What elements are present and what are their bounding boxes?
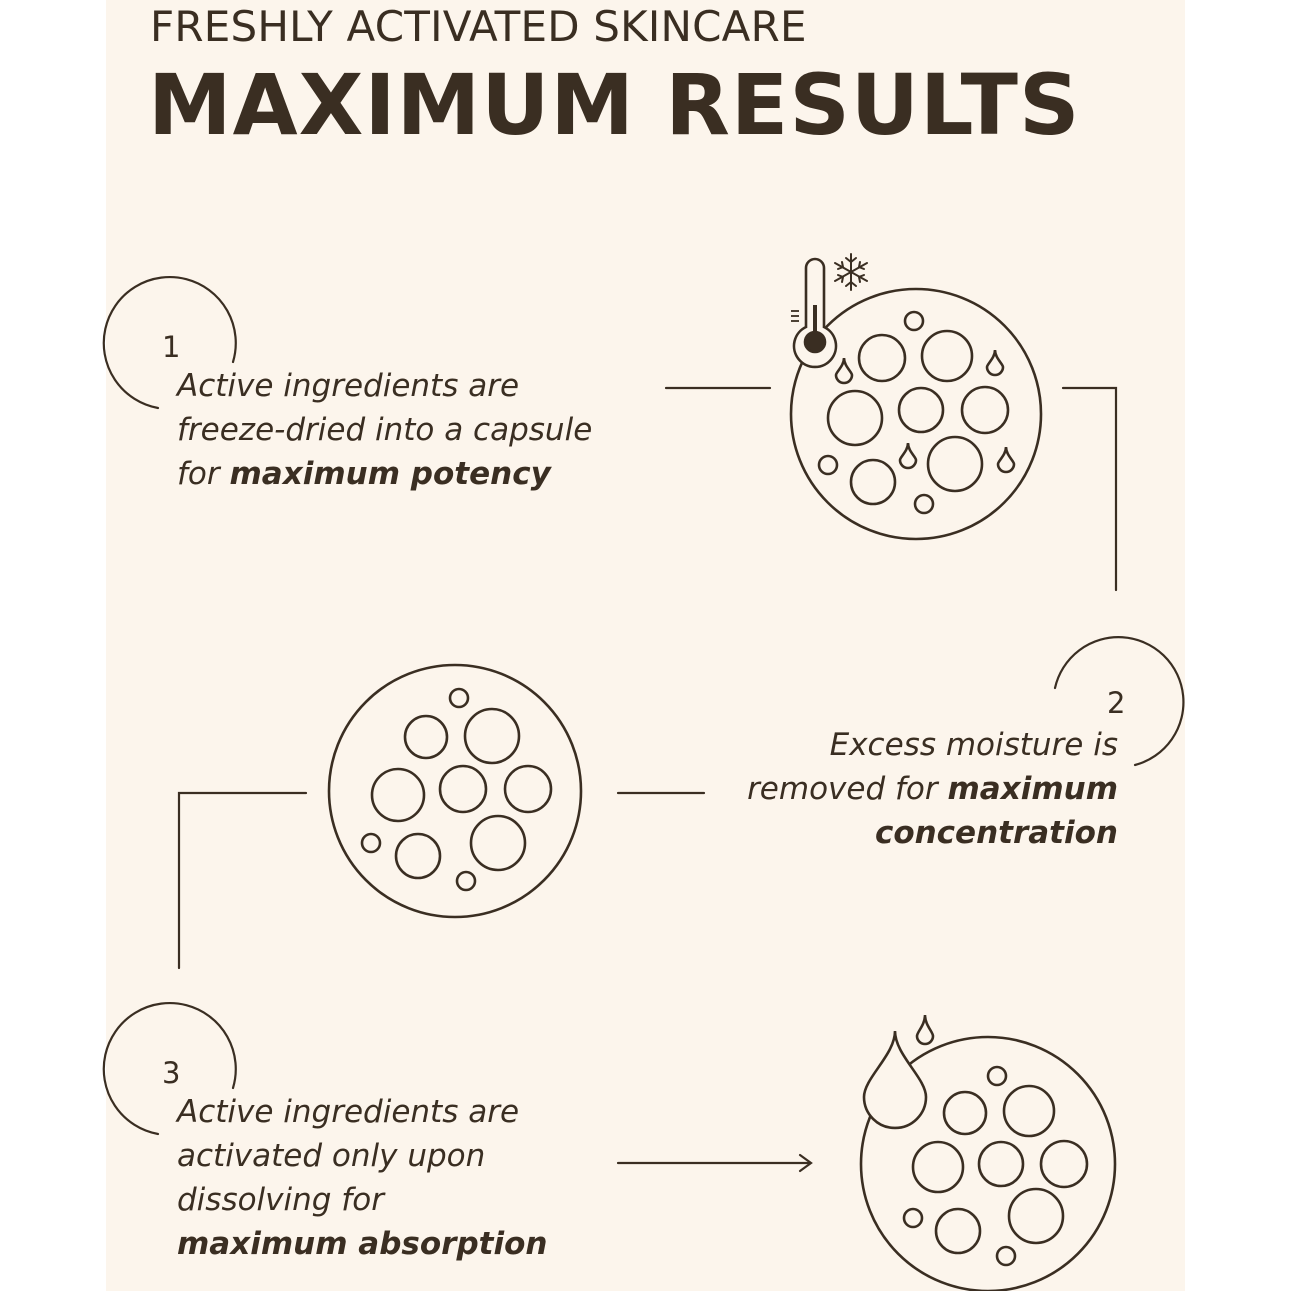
dissolving-capsule-icon	[859, 1014, 1117, 1291]
step-1-line2: freeze-dried into a capsule	[177, 412, 593, 448]
step-2-emphasis-1: maximum	[947, 771, 1118, 807]
drop-icon	[834, 357, 854, 385]
step-1-line1: Active ingredients are	[177, 368, 520, 404]
step-3-description: Active ingredients are activated only up…	[177, 1090, 547, 1266]
connector-elbow-2	[177, 791, 308, 970]
arrow-connector	[616, 1153, 813, 1173]
thermometer-icon	[791, 257, 838, 369]
step-1-arc	[102, 276, 237, 410]
main-headline: MAXIMUM RESULTS	[148, 56, 1081, 154]
step-1-line3-prefix: for	[177, 456, 230, 492]
step-3-emphasis: maximum absorption	[177, 1226, 548, 1262]
step-2-line2-prefix: removed for	[747, 771, 948, 807]
drop-icon	[996, 446, 1016, 474]
step-1-emphasis: maximum potency	[229, 456, 551, 492]
step-2-arc	[1053, 636, 1185, 767]
step-2-line1: Excess moisture is	[829, 727, 1118, 763]
connector-elbow-1	[1061, 386, 1118, 592]
eyebrow-heading: FRESHLY ACTIVATED SKINCARE	[150, 2, 807, 51]
drop-icon	[985, 349, 1005, 377]
step-2-description: Excess moisture is removed for maximum c…	[747, 723, 1118, 855]
step-3-line2: activated only upon	[177, 1138, 486, 1174]
step-1-number: 1	[162, 330, 181, 364]
step-3-number: 3	[162, 1056, 181, 1090]
concentrated-capsule-icon	[327, 663, 583, 919]
freeze-dried-capsule-icon	[789, 287, 1043, 541]
step-2-emphasis-2: concentration	[874, 815, 1118, 851]
step-2-number: 2	[1107, 686, 1126, 720]
step-1-description: Active ingredients are freeze-dried into…	[177, 364, 592, 496]
drop-icon	[898, 442, 918, 470]
step-3-line3: dissolving for	[177, 1182, 384, 1218]
snowflake-icon	[834, 253, 868, 291]
step-3-arc	[102, 1002, 237, 1136]
step-3-line1: Active ingredients are	[177, 1094, 520, 1130]
